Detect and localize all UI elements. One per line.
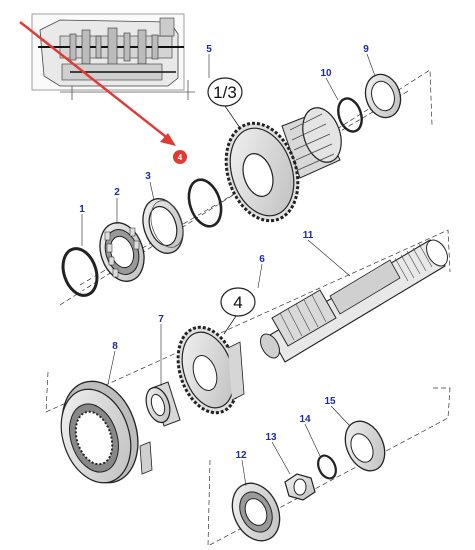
part-label-11: 11 <box>303 230 314 241</box>
part-label-9: 9 <box>363 44 369 55</box>
callout-gear-single: 4 <box>220 287 256 335</box>
part-label-7: 7 <box>158 314 164 325</box>
part-13-nut <box>284 473 316 501</box>
callout-gear-group: 1/3 <box>207 77 243 129</box>
part-label-8: 8 <box>112 341 118 352</box>
highlight-arrow <box>19 21 176 146</box>
assembly-axis-lines <box>45 69 451 547</box>
part-9-bearing <box>364 73 402 119</box>
part-10-ring <box>337 97 363 133</box>
part-15-seal-cup <box>344 420 386 472</box>
part-label-6: 6 <box>259 254 265 265</box>
part-6-gear <box>176 325 245 415</box>
svg-text:4: 4 <box>233 293 242 312</box>
part-label-12: 12 <box>235 450 247 461</box>
svg-text:4: 4 <box>178 153 183 162</box>
part-2-roller-bearing <box>99 222 145 282</box>
svg-text:1/3: 1/3 <box>213 83 237 102</box>
part-label-5: 5 <box>206 44 212 55</box>
part-11-main-shaft <box>260 239 448 363</box>
part-14-snap-ring <box>317 454 337 480</box>
part-4-shim-ring <box>187 178 223 228</box>
part-label-3: 3 <box>145 171 151 182</box>
part-label-2: 2 <box>114 187 120 198</box>
transmission-overview-inset <box>31 13 185 91</box>
part-label-15: 15 <box>324 396 336 407</box>
part-label-14: 14 <box>299 414 311 425</box>
part-label-13: 13 <box>265 432 277 443</box>
part-label-10: 10 <box>320 68 332 79</box>
part-5-gear-cluster <box>224 107 342 223</box>
part-8-synchronizer <box>60 380 153 484</box>
part-12-bearing <box>231 482 281 542</box>
highlight-badge: 4 <box>173 150 187 164</box>
part-number-labels: 1 2 3 5 6 7 8 9 10 11 12 13 14 15 <box>79 44 376 487</box>
part-label-1: 1 <box>79 204 85 215</box>
part-1-snap-ring <box>61 247 99 297</box>
part-3-bearing <box>142 198 184 254</box>
part-7-bushing <box>145 381 181 427</box>
